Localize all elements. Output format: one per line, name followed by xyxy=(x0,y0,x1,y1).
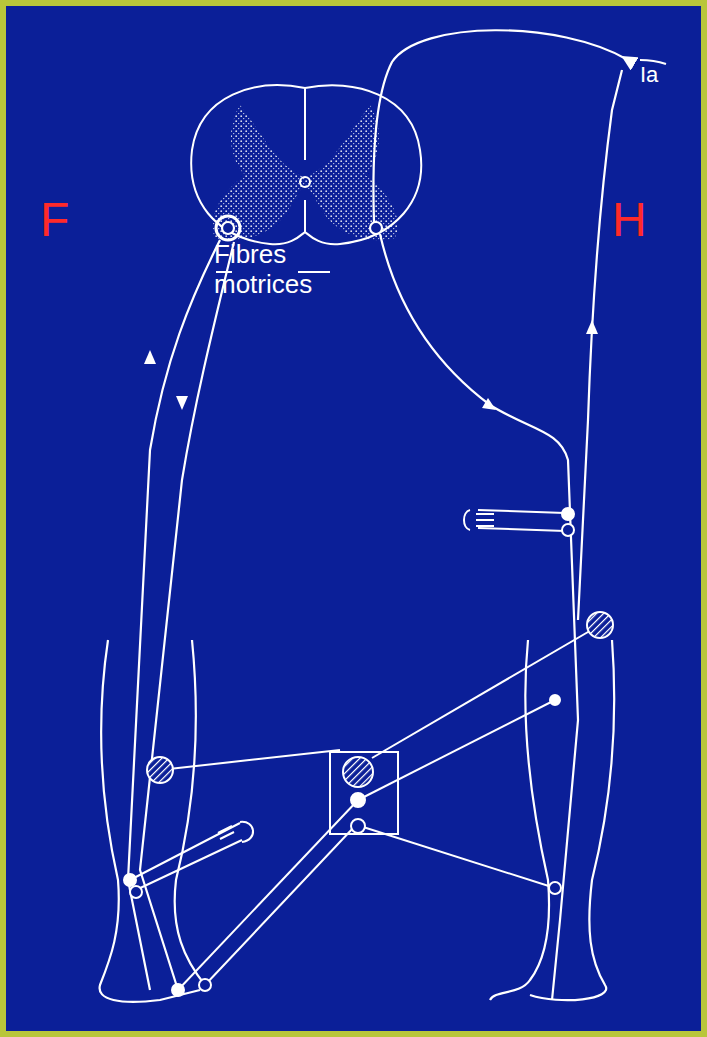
side-label: H xyxy=(612,192,647,247)
side-label: F xyxy=(40,192,69,247)
fibre-label: Fibres motrices xyxy=(214,240,334,300)
fibre-label: Ia xyxy=(640,62,658,87)
